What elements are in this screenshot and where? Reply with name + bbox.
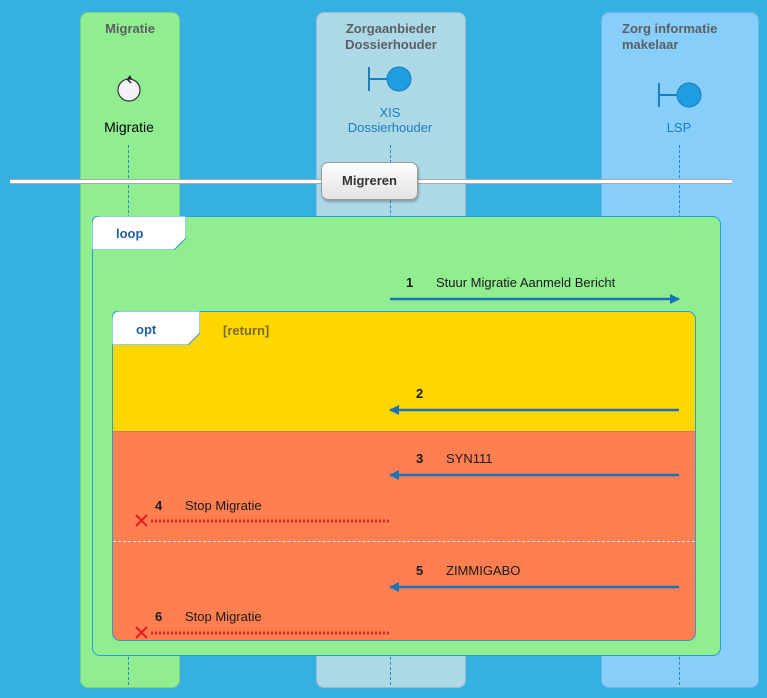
- message-4-number: 4: [155, 498, 163, 513]
- message-3-text: SYN111: [446, 451, 493, 466]
- destroy-icon: [135, 626, 148, 639]
- lane-title-zorgaanbieder: Zorgaanbieder Dossierhouder: [317, 21, 465, 53]
- divider-label-box: Migreren: [321, 162, 418, 200]
- message-2-number: 2: [416, 386, 424, 401]
- actor-label-xis: XIS Dossierhouder: [347, 105, 433, 135]
- boundary-icon: [368, 66, 412, 92]
- opt-guard: [return]: [223, 323, 270, 338]
- lane-title-text: Zorg informatie makelaar: [622, 21, 718, 52]
- lane-title-migratie: Migratie: [105, 21, 155, 36]
- message-5-number: 5: [416, 563, 424, 578]
- loop-label: loop: [116, 226, 144, 241]
- control-icon: [117, 75, 141, 102]
- message-3-number: 3: [416, 451, 424, 466]
- message-6-text: Stop Migratie: [185, 609, 262, 624]
- message-6-number: 6: [155, 609, 163, 624]
- boundary-icon: [658, 82, 702, 108]
- opt-tab: opt: [112, 311, 200, 345]
- divider-label: Migreren: [342, 173, 397, 188]
- actor-label-migratie: Migratie: [104, 119, 154, 135]
- actor-label-lsp: LSP: [666, 120, 692, 135]
- destroy-icon: [135, 514, 148, 527]
- lane-title-makelaar: Zorg informatie makelaar: [602, 21, 758, 53]
- opt-frame-bottom: [112, 431, 696, 641]
- loop-tab: loop: [92, 216, 186, 250]
- lane-title-text: Zorgaanbieder Dossierhouder: [345, 21, 437, 52]
- message-1-number: 1: [406, 275, 414, 290]
- message-5-text: ZIMMIGABO: [446, 563, 521, 578]
- opt-frame-separator: [113, 541, 695, 542]
- opt-label: opt: [136, 322, 157, 337]
- message-1-text: Stuur Migratie Aanmeld Bericht: [436, 275, 616, 290]
- message-4-text: Stop Migratie: [185, 498, 262, 513]
